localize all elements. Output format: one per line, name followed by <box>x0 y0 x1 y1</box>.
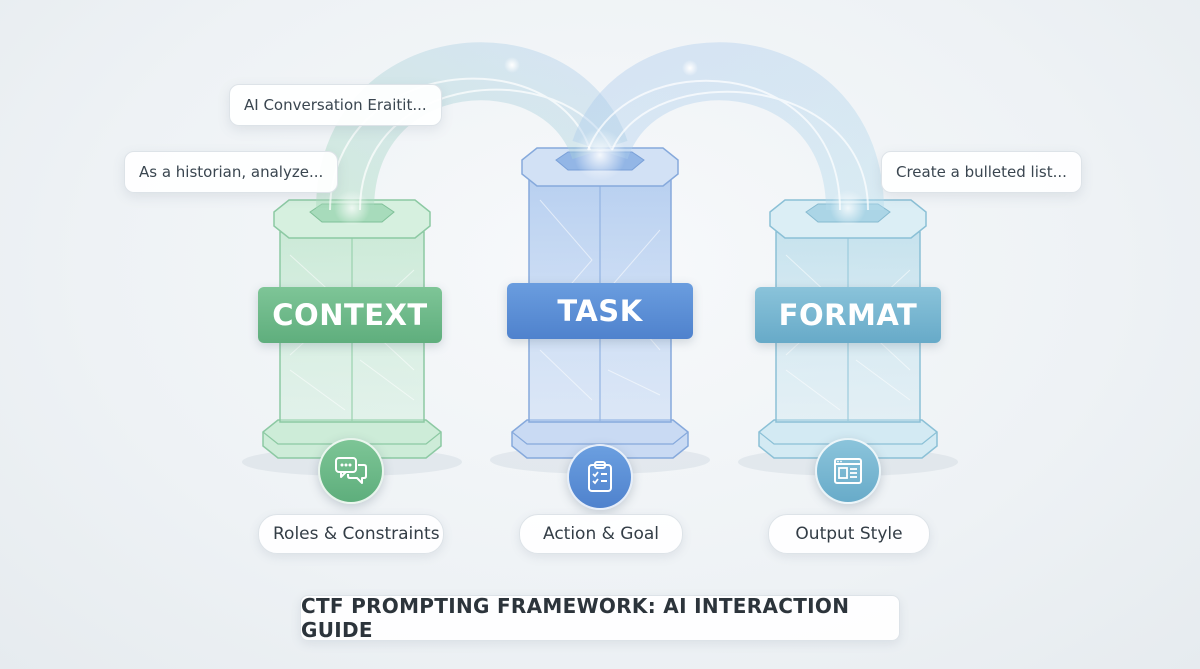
bubble-format-example: Create a bulleted list... <box>881 151 1082 193</box>
glow-sparkle <box>682 60 698 76</box>
clipboard-checklist-icon <box>567 444 633 510</box>
label-format: FORMAT <box>755 287 941 343</box>
layout-document-icon <box>815 438 881 504</box>
glow-sparkle <box>334 190 370 226</box>
flow-arc-task-to-format <box>572 42 884 212</box>
glow-sparkle <box>504 57 520 73</box>
caption-format: Output Style <box>768 514 930 554</box>
flow-arc-task-to-format-streaks <box>587 79 869 211</box>
bubble-context-example: As a historian, analyze... <box>124 151 339 193</box>
page-title: CTF PROMPTING FRAMEWORK: AI INTERACTION … <box>300 594 900 642</box>
glow-sparkle <box>830 190 866 226</box>
chat-bubbles-icon <box>318 438 384 504</box>
label-task: TASK <box>507 283 693 339</box>
flow-arc-context-to-task <box>316 42 628 212</box>
label-context: CONTEXT <box>258 287 442 343</box>
bubble-ai-conversation: AI Conversation Eraitit... <box>229 84 442 126</box>
caption-task: Action & Goal <box>519 514 683 554</box>
glow-sparkle <box>574 129 626 181</box>
caption-context: Roles & Constraints <box>258 514 444 554</box>
